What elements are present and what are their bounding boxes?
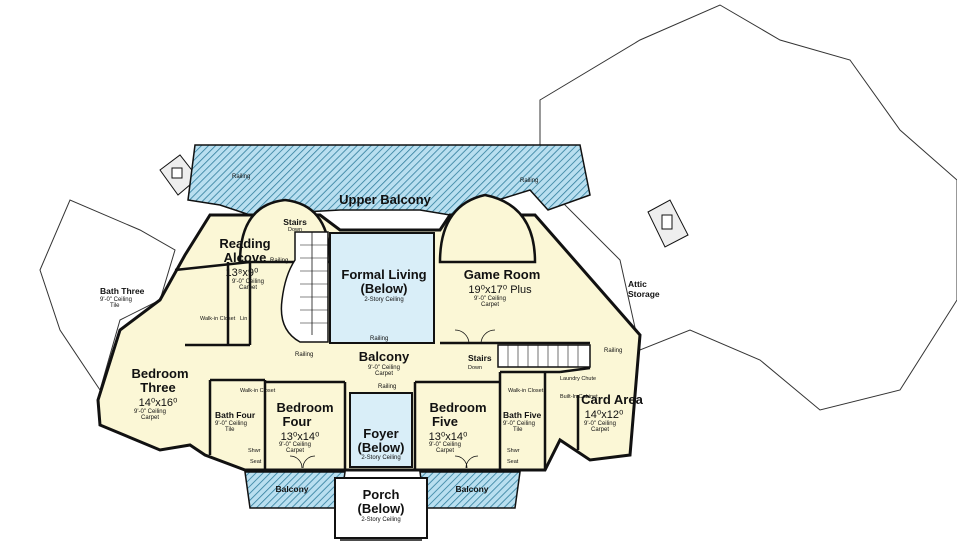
- game-room-floor: Carpet: [481, 302, 499, 308]
- shwr-right: Shwr: [507, 448, 520, 454]
- bedroom-three-floor: Carpet: [141, 415, 159, 421]
- balcony-right-label: Balcony: [455, 484, 488, 494]
- chimney-right: [647, 199, 689, 248]
- stairs-down-left: Down: [288, 227, 302, 233]
- formal-living-ceiling: 2-Story Ceiling: [364, 297, 403, 303]
- stairs-label-left: Stairs: [283, 217, 307, 227]
- balcony-hall-floor: Carpet: [375, 371, 393, 377]
- railing-label-hall: Railing: [295, 352, 313, 358]
- bedroom-five-dim: 13⁰x14⁰: [429, 431, 468, 443]
- card-area-ceiling: 9'-0" Ceiling: [584, 421, 616, 427]
- laundry-chute-label: Laundry Chute: [560, 376, 596, 382]
- seat-right: Seat: [507, 459, 519, 465]
- balcony-hall-name: Balcony: [359, 349, 410, 364]
- reading-alcove-ceiling: 9'-0" Ceiling: [232, 279, 264, 285]
- lin-label: Lin: [240, 316, 247, 322]
- bedroom-four-name2: Four: [283, 414, 312, 429]
- bedroom-three-name1: Bedroom: [131, 366, 188, 381]
- bedroom-three-dim: 14⁰x16⁰: [139, 397, 178, 409]
- bath-five-floor: Tile: [513, 427, 523, 433]
- bedroom-four-ceiling: 9'-0" Ceiling: [279, 442, 311, 448]
- balcony-left-label: Balcony: [275, 484, 308, 494]
- bath-three-floor: Tile: [110, 303, 120, 309]
- stairs-left: [280, 231, 329, 343]
- walk-in-closet-bed5: Walk-in Closet: [508, 388, 544, 394]
- game-room-rotunda: [438, 193, 537, 264]
- reading-alcove-name2: Alcove: [224, 250, 267, 265]
- card-area-floor: Carpet: [591, 427, 609, 433]
- foyer-name2: (Below): [358, 440, 405, 455]
- formal-living-void: [329, 232, 435, 344]
- bedroom-four-name1: Bedroom: [276, 400, 333, 415]
- bath-four-name: Bath Four: [215, 410, 256, 420]
- foyer-ceiling: 2-Story Ceiling: [361, 455, 400, 461]
- bath-three-ceiling: 9'-0" Ceiling: [100, 297, 132, 303]
- railing-label-left: Railing: [232, 174, 250, 180]
- attic-storage-line2: Storage: [628, 289, 660, 299]
- card-area-name: Card Area: [581, 392, 643, 407]
- railing-label-foyer: Railing: [378, 384, 396, 390]
- balcony-hall-ceiling: 9'-0" Ceiling: [368, 365, 400, 371]
- foyer-void: [349, 392, 413, 468]
- card-area-dim: 14⁰x12⁰: [585, 409, 624, 421]
- reading-alcove-name1: Reading: [219, 236, 270, 251]
- stairs-down-right: Down: [468, 365, 482, 371]
- interior-walls: [174, 260, 591, 470]
- reading-alcove-floor: Carpet: [239, 285, 257, 291]
- porch-ceiling: 2-Story Ceiling: [361, 517, 400, 523]
- bath-four-ceiling: 9'-0" Ceiling: [215, 421, 247, 427]
- formal-living-name1: Formal Living: [341, 267, 426, 282]
- bath-three-name: Bath Three: [100, 286, 145, 296]
- bedroom-three-name2: Three: [140, 380, 175, 395]
- built-in-cabinet-label: Built-In Cabinet: [560, 394, 598, 400]
- railing-label-stair: Railing: [270, 258, 288, 264]
- bedroom-five-name2: Five: [432, 414, 458, 429]
- bedroom-four-floor: Carpet: [286, 448, 304, 454]
- porch: [334, 477, 428, 539]
- bedroom-four-dim: 13⁰x14⁰: [281, 431, 320, 443]
- walk-in-closet-bed3: Walk-in Closet: [240, 388, 276, 394]
- foyer-name1: Foyer: [363, 426, 398, 441]
- stairs-label-right: Stairs: [468, 353, 492, 363]
- porch-name1: Porch: [363, 487, 400, 502]
- door-swings: [289, 329, 496, 469]
- bedroom-three-ceiling: 9'-0" Ceiling: [134, 409, 166, 415]
- bath-five-name: Bath Five: [503, 410, 542, 420]
- reading-alcove-dim: 13⁸x9⁰: [226, 267, 259, 279]
- stairs-right: [497, 344, 591, 368]
- railing-label-right: Railing: [520, 178, 538, 184]
- game-room-dim: 19⁰x17⁰ Plus: [468, 284, 532, 296]
- game-room-name: Game Room: [464, 267, 541, 282]
- bedroom-five-floor: Carpet: [436, 448, 454, 454]
- upper-balcony-label: Upper Balcony: [339, 192, 432, 207]
- bedroom-five-name1: Bedroom: [429, 400, 486, 415]
- railing-label-living: Railing: [370, 336, 388, 342]
- seat-left: Seat: [250, 459, 262, 465]
- game-room-ceiling: 9'-0" Ceiling: [474, 296, 506, 302]
- porch-name2: (Below): [358, 501, 405, 516]
- bath-five-ceiling: 9'-0" Ceiling: [503, 421, 535, 427]
- bedroom-five-ceiling: 9'-0" Ceiling: [429, 442, 461, 448]
- formal-living-name2: (Below): [361, 281, 408, 296]
- attic-storage-line1: Attic: [628, 279, 647, 289]
- shwr-left: Shwr: [248, 448, 261, 454]
- attic-roof-right: [539, 4, 957, 411]
- walk-in-closet-left: Walk-in Closet: [200, 316, 236, 322]
- bath-four-floor: Tile: [225, 427, 235, 433]
- railing-label-stair-right: Railing: [604, 348, 622, 354]
